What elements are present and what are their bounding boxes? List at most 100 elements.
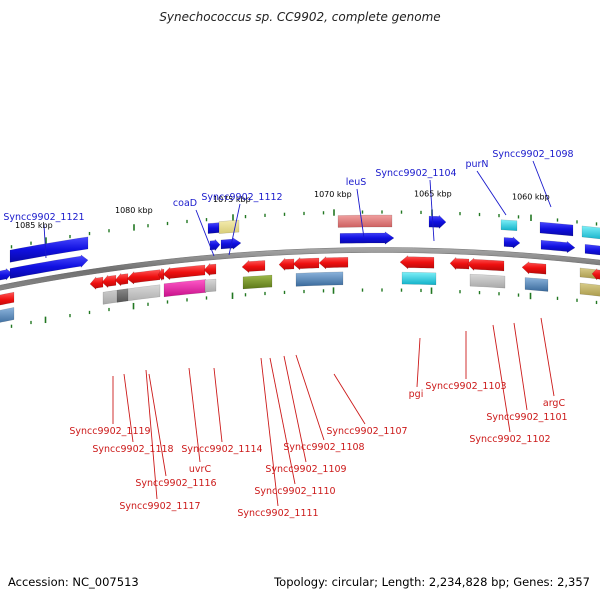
gene-reverse[interactable] bbox=[292, 257, 320, 271]
gene-label-syncc9902-1114-leader bbox=[213, 367, 223, 443]
gene-feature[interactable] bbox=[102, 284, 161, 305]
gene-reverse[interactable] bbox=[278, 257, 295, 272]
gene-label-syncc9902-1121[interactable]: Syncc9902_1121 bbox=[3, 212, 84, 223]
scale-tick-lower-minor bbox=[147, 302, 149, 306]
gene-label-syncc9902-1108[interactable]: Syncc9902_1108 bbox=[283, 442, 364, 453]
gene-label-syncc9902-1112[interactable]: Syncc9902_1112 bbox=[201, 192, 282, 203]
gene-reverse[interactable] bbox=[101, 274, 117, 289]
gene-label-syncc9902-1114[interactable]: Syncc9902_1114 bbox=[181, 444, 262, 455]
gene-label-purn-leader bbox=[476, 170, 507, 216]
scale-tick-upper-minor bbox=[361, 210, 364, 214]
gene-forward[interactable] bbox=[539, 221, 574, 237]
gene-reverse[interactable] bbox=[89, 276, 104, 290]
scale-tick-lower-minor bbox=[400, 288, 403, 292]
gene-forward[interactable] bbox=[9, 236, 89, 263]
gene-feature[interactable] bbox=[163, 279, 207, 298]
scale-tick-lower-minor bbox=[498, 292, 500, 296]
gene-label-syncc9902-1101[interactable]: Syncc9902_1101 bbox=[486, 412, 567, 423]
gene-label-purn[interactable]: purN bbox=[465, 159, 488, 170]
gene-forward[interactable] bbox=[503, 236, 521, 249]
gene-label-argc[interactable]: argC bbox=[543, 398, 566, 409]
scale-tick-upper-major bbox=[530, 214, 532, 222]
gene-label-syncc9902-1102[interactable]: Syncc9902_1102 bbox=[469, 434, 550, 445]
gene-label-syncc9902-1103[interactable]: Syncc9902_1103 bbox=[425, 381, 506, 392]
scale-tick-lower-minor bbox=[459, 290, 461, 294]
gene-reverse[interactable] bbox=[203, 262, 217, 277]
gene-label-coad[interactable]: coaD bbox=[173, 198, 197, 209]
gene-reverse[interactable] bbox=[0, 291, 15, 307]
gene-label-syncc9902-1111[interactable]: Syncc9902_1111 bbox=[237, 508, 318, 519]
gene-feature[interactable] bbox=[295, 271, 344, 287]
gene-label-pgi-leader bbox=[416, 337, 421, 388]
gene-reverse[interactable] bbox=[318, 256, 349, 270]
gene-forward[interactable] bbox=[9, 254, 89, 279]
gene-reverse[interactable] bbox=[449, 256, 470, 271]
gene-feature[interactable] bbox=[0, 307, 15, 324]
gene-label-syncc9902-1109[interactable]: Syncc9902_1109 bbox=[265, 464, 346, 475]
scale-tick-upper-minor bbox=[556, 218, 559, 222]
gene-reverse[interactable] bbox=[466, 257, 505, 272]
gene-reverse[interactable] bbox=[521, 261, 547, 275]
accession-text: Accession: NC_007513 bbox=[8, 575, 139, 589]
gene-reverse[interactable] bbox=[114, 272, 129, 287]
gene-feature[interactable] bbox=[401, 271, 437, 286]
gene-feature[interactable] bbox=[337, 214, 393, 228]
gene-reverse[interactable] bbox=[162, 264, 206, 281]
gene-feature[interactable] bbox=[116, 288, 129, 303]
gene-label-uvrc[interactable]: uvrC bbox=[189, 464, 212, 475]
gene-forward[interactable] bbox=[339, 231, 395, 245]
gene-feature[interactable] bbox=[242, 274, 273, 290]
gene-label-syncc9902-1098[interactable]: Syncc9902_1098 bbox=[492, 149, 573, 160]
gene-feature[interactable] bbox=[500, 219, 518, 232]
map-title: Synechococcus sp. CC9902, complete genom… bbox=[159, 10, 441, 24]
scale-tick-upper-major bbox=[232, 214, 234, 221]
gene-forward[interactable] bbox=[207, 222, 220, 234]
gene-label-syncc9902-1117[interactable]: Syncc9902_1117 bbox=[119, 501, 200, 512]
scale-tick-upper-minor bbox=[595, 222, 598, 226]
topology-text: Topology: circular; Length: 2,234,828 bp… bbox=[274, 575, 590, 589]
gene-forward[interactable] bbox=[428, 214, 447, 230]
gene-label-syncc9902-1107[interactable]: Syncc9902_1107 bbox=[326, 426, 407, 437]
gene-label-syncc9902-1119[interactable]: Syncc9902_1119 bbox=[69, 426, 150, 437]
scale-tick-upper-minor bbox=[244, 215, 247, 219]
gene-label-syncc9902-1116[interactable]: Syncc9902_1116 bbox=[135, 478, 216, 489]
gene-label-leus[interactable]: leuS bbox=[346, 177, 367, 188]
gene-forward[interactable] bbox=[540, 239, 576, 254]
scale-tick-upper-minor bbox=[88, 231, 91, 236]
gene-label-syncc9902-1110[interactable]: Syncc9902_1110 bbox=[254, 486, 335, 497]
scale-tick-lower-minor bbox=[283, 290, 286, 295]
scale-tick-upper-minor bbox=[108, 229, 110, 233]
scale-tick-upper-minor bbox=[420, 210, 422, 215]
gene-label-syncc9902-1121-leader bbox=[43, 224, 47, 259]
gene-forward[interactable] bbox=[0, 268, 13, 283]
gene-reverse[interactable] bbox=[591, 268, 600, 281]
gene-reverse[interactable] bbox=[126, 269, 161, 285]
scale-tick-upper-minor bbox=[576, 220, 578, 224]
scale-tick-upper-minor bbox=[30, 241, 32, 245]
scale-tick-lower-minor bbox=[576, 298, 578, 302]
scale-label: 1085 kbp bbox=[15, 221, 53, 230]
gene-label-syncc9902-1117-leader bbox=[145, 369, 158, 500]
gene-forward[interactable] bbox=[584, 244, 600, 256]
gene-label-syncc9902-1109-leader bbox=[283, 355, 307, 463]
scale-tick-upper-minor bbox=[186, 219, 188, 224]
scale-tick-upper-major bbox=[133, 224, 135, 231]
gene-reverse[interactable] bbox=[241, 259, 266, 274]
gene-label-syncc9902-1116-leader bbox=[148, 373, 167, 477]
gene-label-syncc9902-1098-leader bbox=[532, 160, 552, 208]
gene-feature[interactable] bbox=[581, 225, 600, 240]
gene-label-syncc9902-1118[interactable]: Syncc9902_1118 bbox=[92, 444, 173, 455]
gene-label-syncc9902-1104[interactable]: Syncc9902_1104 bbox=[375, 168, 456, 179]
gene-reverse[interactable] bbox=[399, 255, 435, 270]
scale-tick-upper-minor bbox=[303, 211, 305, 216]
gene-feature[interactable] bbox=[579, 282, 600, 297]
scale-tick-lower-major bbox=[132, 302, 135, 310]
gene-label-syncc9902-1118-leader bbox=[123, 373, 134, 443]
gene-feature[interactable] bbox=[469, 273, 506, 289]
gene-label-pgi[interactable]: pgi bbox=[409, 389, 424, 400]
gene-feature[interactable] bbox=[524, 277, 549, 292]
gene-feature[interactable] bbox=[204, 278, 217, 293]
gene-forward[interactable] bbox=[220, 237, 242, 250]
